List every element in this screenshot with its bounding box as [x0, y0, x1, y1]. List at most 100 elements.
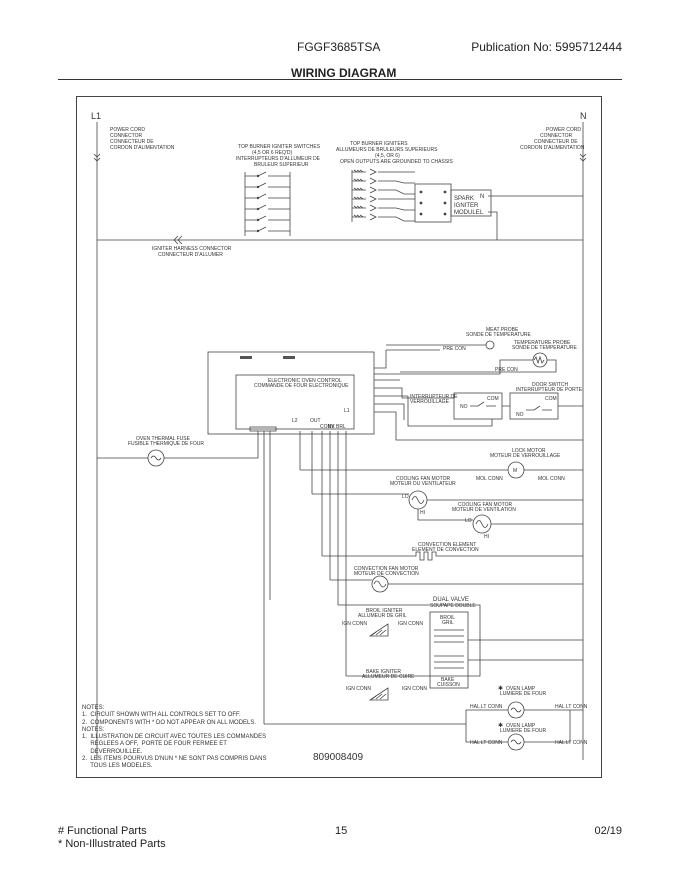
power-cord-right-label: POWER CORD CONNECTOR CONNECTEUR DE CORDO…	[520, 127, 585, 151]
cooling-fan-2-terminals: LO HI	[465, 518, 489, 540]
svg-text:OVEN LAMP: OVEN LAMP	[506, 686, 536, 692]
dual-valve-wires	[338, 604, 583, 677]
svg-text:MODULE: MODULE	[454, 210, 480, 216]
switch-contacts	[470, 401, 552, 411]
switch-contact	[256, 174, 260, 178]
svg-text:PRE CON: PRE CON	[443, 346, 466, 352]
meat-probe	[485, 340, 495, 350]
lock-motor-conn-labels: MOL CONN MOL CONN	[476, 476, 565, 482]
cooling-fan-1-wires	[312, 493, 583, 501]
bake-igniter-hatch	[371, 693, 387, 700]
svg-text:(4,5, OR 6): (4,5, OR 6)	[375, 153, 400, 159]
switch-contact	[256, 229, 260, 233]
pre-con-label-2: PRE CON	[495, 367, 518, 373]
burner-switch	[245, 204, 290, 210]
svg-text:CORDON D'ALIMENTATION: CORDON D'ALIMENTATION	[110, 145, 175, 151]
svg-text:MOL CONN: MOL CONN	[538, 476, 565, 482]
oven-lamp-2-filament	[510, 739, 522, 745]
control-connector-j2	[283, 356, 295, 359]
svg-text:MOTEUR DE VENTILATION: MOTEUR DE VENTILATION	[452, 507, 516, 513]
svg-text:MOTEUR DU VENTILATEUR: MOTEUR DU VENTILATEUR	[390, 481, 456, 487]
lock-motor-mark: M	[513, 468, 517, 474]
svg-text:DOOR SWITCH: DOOR SWITCH	[532, 382, 568, 388]
svg-text:LOCK MOTOR: LOCK MOTOR	[512, 448, 546, 454]
dual-valve-coils	[434, 629, 464, 669]
burner-igniter	[352, 177, 415, 185]
svg-text:OVEN LAMP: OVEN LAMP	[506, 723, 536, 729]
spark-module-pins	[419, 190, 447, 216]
burner-switch	[245, 226, 290, 232]
svg-text:BROIL IGNITER: BROIL IGNITER	[366, 608, 403, 614]
igniter-ground	[353, 187, 364, 191]
svg-text:FUSIBLE THERMIQUE DE FOUR: FUSIBLE THERMIQUE DE FOUR	[128, 441, 204, 447]
dual-valve	[429, 611, 469, 689]
svg-text:(4,5 OR 6 REQ'D): (4,5 OR 6 REQ'D)	[252, 150, 292, 156]
switch-contact-labels: NO COM COM NO	[460, 396, 557, 418]
svg-text:NO: NO	[460, 404, 468, 410]
control-connector-j1	[240, 356, 252, 359]
svg-text:LO: LO	[465, 518, 472, 524]
svg-text:MOTEUR DE VERROUILLAGE: MOTEUR DE VERROUILLAGE	[490, 453, 561, 459]
control-pin-labels: L2 OUT CONV BK BRL L1	[292, 408, 350, 430]
non-illustrated-parts-legend: * Non-Illustrated Parts	[58, 838, 166, 850]
burner-igniter	[352, 186, 415, 195]
svg-text:L2: L2	[292, 418, 298, 424]
svg-text:IGNITER HARNESS CONNECTOR: IGNITER HARNESS CONNECTOR	[152, 246, 232, 252]
top-burner-switch-array	[244, 171, 291, 236]
svg-text:IGN CONN: IGN CONN	[346, 686, 371, 692]
svg-text:ELECTRONIC OVEN CONTROL: ELECTRONIC OVEN CONTROL	[268, 378, 342, 384]
cooling-fan-2-symbol	[475, 520, 489, 528]
cooling-fan-1-label: COOLING FAN MOTOR MOTEUR DU VENTILATEUR	[390, 476, 456, 487]
svg-text:BAKE IGNITER: BAKE IGNITER	[366, 669, 401, 675]
svg-text:IGN CONN: IGN CONN	[398, 621, 423, 627]
svg-text:COM: COM	[487, 396, 499, 402]
meat-probe-wires	[386, 344, 486, 351]
svg-text:INTERRUPTEUR DE PORTE: INTERRUPTEUR DE PORTE	[516, 387, 583, 393]
svg-text:✱: ✱	[498, 685, 503, 692]
svg-text:IGN CONN: IGN CONN	[402, 686, 427, 692]
svg-text:BAKE: BAKE	[441, 677, 455, 683]
thermal-fuse-label: OVEN THERMAL FUSE FUSIBLE THERMIQUE DE F…	[128, 436, 204, 447]
svg-text:HAL LT CONN: HAL LT CONN	[470, 704, 503, 710]
temperature-probe-wires	[396, 359, 557, 375]
switch-wires	[402, 396, 583, 427]
bake-igniter	[368, 687, 389, 701]
igniter-ground	[353, 178, 364, 182]
svg-text:CORDON D'ALIMENTATION: CORDON D'ALIMENTATION	[520, 145, 585, 151]
svg-text:HI: HI	[484, 534, 489, 540]
svg-text:NO: NO	[516, 412, 524, 418]
door-switch-label: DOOR SWITCH INTERRUPTEUR DE PORTE	[516, 382, 583, 393]
page-title: WIRING DIAGRAM	[291, 66, 397, 80]
switch-contact	[256, 207, 260, 211]
switch-contact	[256, 196, 260, 200]
svg-text:ALLUMEUR DE CUIRE: ALLUMEUR DE CUIRE	[362, 674, 415, 680]
svg-text:CONV: CONV	[320, 424, 335, 430]
page-number: 15	[335, 825, 348, 837]
convection-fan-label: CONVECTION FAN MOTOR MOTEUR DE CONVECTIO…	[354, 566, 419, 577]
burner-switch	[245, 171, 290, 177]
convection-fan-symbol	[373, 580, 387, 588]
spark-module-wires	[488, 195, 583, 240]
burner-switch	[245, 182, 290, 188]
svg-text:CONVECTION FAN MOTOR: CONVECTION FAN MOTOR	[354, 566, 419, 572]
l1-label: L1	[91, 111, 101, 121]
igniter-ground	[353, 205, 364, 209]
oven-lamp-2-label: ✱ OVEN LAMP LUMIERE DE FOUR HAL LT CONN …	[470, 722, 588, 746]
svg-text:CONVECTION ELEMENT: CONVECTION ELEMENT	[418, 542, 476, 548]
control-label: ELECTRONIC OVEN CONTROL COMMANDE DE FOUR…	[254, 378, 349, 389]
svg-text:ALLUMEURS DE BRULEURS SUPERIEU: ALLUMEURS DE BRULEURS SUPERIEURS	[336, 147, 438, 153]
convection-element-label: CONVECTION ELEMENT ELEMENT DE CONVECTION	[412, 542, 479, 553]
electronic-oven-control	[207, 351, 375, 435]
cooling-fan-1-symbol	[411, 496, 425, 504]
svg-text:CONNECTEUR DE: CONNECTEUR DE	[110, 139, 154, 145]
power-cord-left-label: POWER CORD CONNECTOR CONNECTEUR DE CORDO…	[110, 127, 175, 151]
switch-contact	[256, 185, 260, 189]
burner-igniter	[352, 195, 415, 203]
functional-parts-legend: # Functional Parts	[58, 825, 147, 837]
svg-text:N: N	[480, 194, 484, 200]
svg-text:MOL CONN: MOL CONN	[476, 476, 503, 482]
svg-text:ELEMENT DE CONVECTION: ELEMENT DE CONVECTION	[412, 547, 479, 553]
oven-lamp-1-filament	[510, 707, 522, 713]
svg-text:OVEN THERMAL FUSE: OVEN THERMAL FUSE	[136, 436, 191, 442]
